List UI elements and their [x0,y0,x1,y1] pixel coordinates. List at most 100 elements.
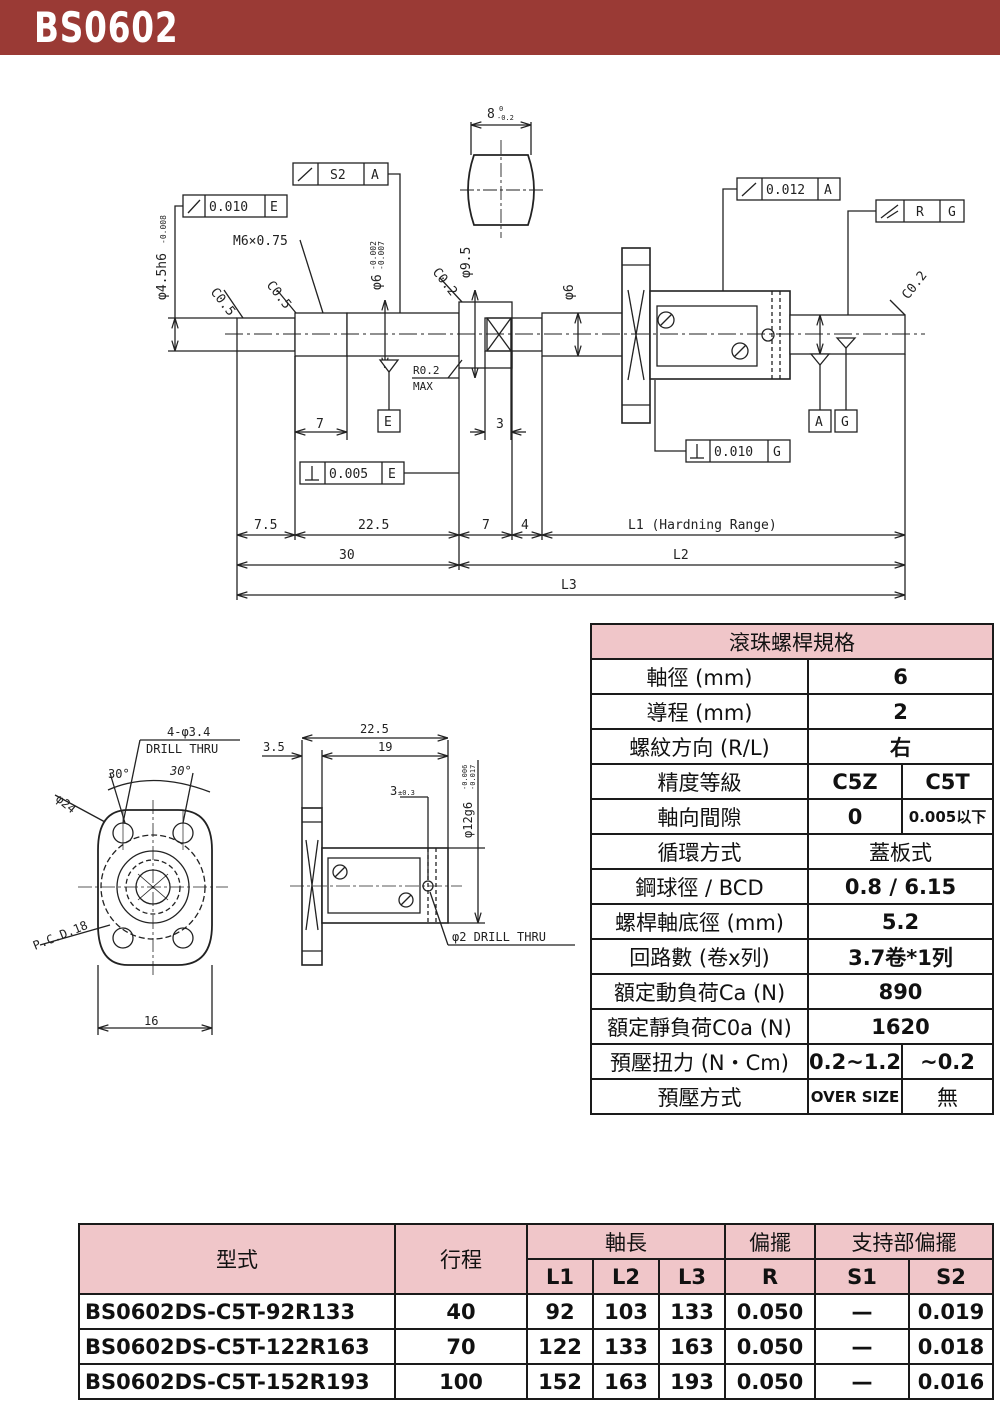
spec-value-a: 0 [807,798,903,835]
spec-value-a: 0.2~1.2 [807,1043,903,1080]
cell-r: 0.050 [724,1293,816,1330]
tol-g: G [948,205,956,220]
cell-model: BS0602DS-C5T-152R193 [78,1363,396,1400]
spec-value: 2 [807,693,994,730]
ball-screw-drawing: 8 0 -0.2 0.010 E S2 A M6×0.75 0.012 A R … [155,105,965,600]
spec-label: 預壓扭力 (N・Cm) [590,1043,809,1080]
spec-value: 右 [807,728,994,765]
cell-s2: 0.016 [908,1363,994,1400]
cell-r: 0.050 [724,1328,816,1365]
side-3-tol: ±0.3 [398,789,415,797]
dia-24: φ24 [53,792,79,817]
cell-l3: 163 [658,1328,726,1365]
col-stroke: 行程 [394,1223,528,1295]
spec-label: 導程 (mm) [590,693,809,730]
dia-4-5-tol: -0.008 [159,215,168,244]
flat-tol-upper: 0 [499,105,503,113]
datum-a-ref2: A [824,183,832,198]
spec-label: 預壓方式 [590,1078,809,1115]
dim-22-5: 22.5 [358,518,389,533]
spec-value-b: 無 [901,1078,994,1115]
cell-s1: — [814,1293,910,1330]
radius-max: MAX [413,380,433,393]
col-l2: L2 [592,1258,660,1295]
spec-row: 額定靜負荷C0a (N)1620 [590,1008,994,1045]
spec-label: 螺紋方向 (R/L) [590,728,809,765]
spec-row: 循環方式蓋板式 [590,833,994,870]
spec-label: 鋼球徑 / BCD [590,868,809,905]
col-s2: S2 [908,1258,994,1295]
dim-4: 4 [521,518,529,533]
pcd-18: P.C.D.18 [31,918,90,953]
angle-30-b: 30° [169,764,192,778]
cell-l1: 152 [526,1363,594,1400]
col-r: R [724,1258,816,1295]
cell-s2: 0.019 [908,1293,994,1330]
cell-l2: 133 [592,1328,660,1365]
chamfer-2: C0.5 [263,278,294,312]
col-model: 型式 [78,1223,396,1295]
dim-l1: L1 (Hardning Range) [628,518,777,533]
chamfer-1: C0.5 [207,285,238,319]
spec-label: 回路數 (卷x列) [590,938,809,975]
cell-l1: 122 [526,1328,594,1365]
dia-9-5: φ9.5 [459,247,474,278]
dim-3: 3 [496,417,504,432]
dia-6-tol-a: -0.002 [369,241,378,270]
dim-30: 30 [339,548,355,563]
table-row: BS0602DS-C5T-92R133 40 92 103 133 0.050 … [78,1293,994,1330]
spec-value: 蓋板式 [807,833,994,870]
angle-30-a: 30° [108,767,130,781]
cell-stroke: 40 [394,1293,528,1330]
spec-value-b: C5T [901,763,994,800]
spec-label: 額定動負荷Ca (N) [590,973,809,1010]
spec-row: 額定動負荷Ca (N)890 [590,973,994,1010]
cell-l3: 193 [658,1363,726,1400]
runout-value-e: 0.010 [209,200,248,215]
col-shaft-length: 軸長 [526,1223,726,1260]
chamfer-4: C0.2 [899,269,930,303]
spec-value-a: C5Z [807,763,903,800]
cell-l2: 163 [592,1363,660,1400]
spec-table: 滾珠螺桿規格 軸徑 (mm)6 導程 (mm)2 螺紋方向 (R/L)右 精度等… [590,623,994,1115]
holes-label: 4-φ3.4 [167,725,210,739]
cell-l3: 133 [658,1293,726,1330]
datum-g-marker: G [841,415,849,430]
spec-table-title: 滾珠螺桿規格 [590,623,994,660]
runout-s2: S2 [330,168,346,183]
cell-stroke: 70 [394,1328,528,1365]
dia-6: φ6 [562,284,577,300]
col-support-deflection: 支持部偏擺 [814,1223,994,1260]
spec-row: 軸徑 (mm)6 [590,658,994,695]
dia-4-5: φ4.5h6 [155,253,170,300]
spec-label: 循環方式 [590,833,809,870]
perp-g-value: 0.010 [714,445,753,460]
side-3: 3 [390,784,397,798]
side-3-5: 3.5 [263,740,285,754]
spec-value: 890 [807,973,994,1010]
spec-value: 5.2 [807,903,994,940]
dim-l3: L3 [561,578,577,593]
perp-e-value: 0.005 [329,467,368,482]
nut-views-drawing: 4-φ3.4 DRILL THRU 30° 30° φ24 P.C.D.18 1… [31,722,575,1035]
runout-0012: 0.012 [766,183,805,198]
spec-row: 回路數 (卷x列)3.7卷*1列 [590,938,994,975]
spec-value: 3.7卷*1列 [807,938,994,975]
cell-model: BS0602DS-C5T-92R133 [78,1293,396,1330]
model-table: 型式 行程 軸長 偏擺 支持部偏擺 L1 L2 L3 R S1 S2 BS060… [78,1223,994,1400]
spec-value-b: ~0.2 [901,1043,994,1080]
dim-7: 7 [316,417,324,432]
datum-a-marker: A [815,415,823,430]
spec-row: 導程 (mm)2 [590,693,994,730]
spec-row: 螺桿軸底徑 (mm)5.2 [590,903,994,940]
dim-7-5: 7.5 [254,518,277,533]
cell-r: 0.050 [724,1363,816,1400]
table-row: BS0602DS-C5T-122R163 70 122 133 163 0.05… [78,1328,994,1365]
table-row: BS0602DS-C5T-152R193 100 152 163 193 0.0… [78,1363,994,1400]
radius-label: R0.2 [413,364,440,377]
datum-e-label: E [270,200,278,215]
dim-16: 16 [144,1014,158,1028]
